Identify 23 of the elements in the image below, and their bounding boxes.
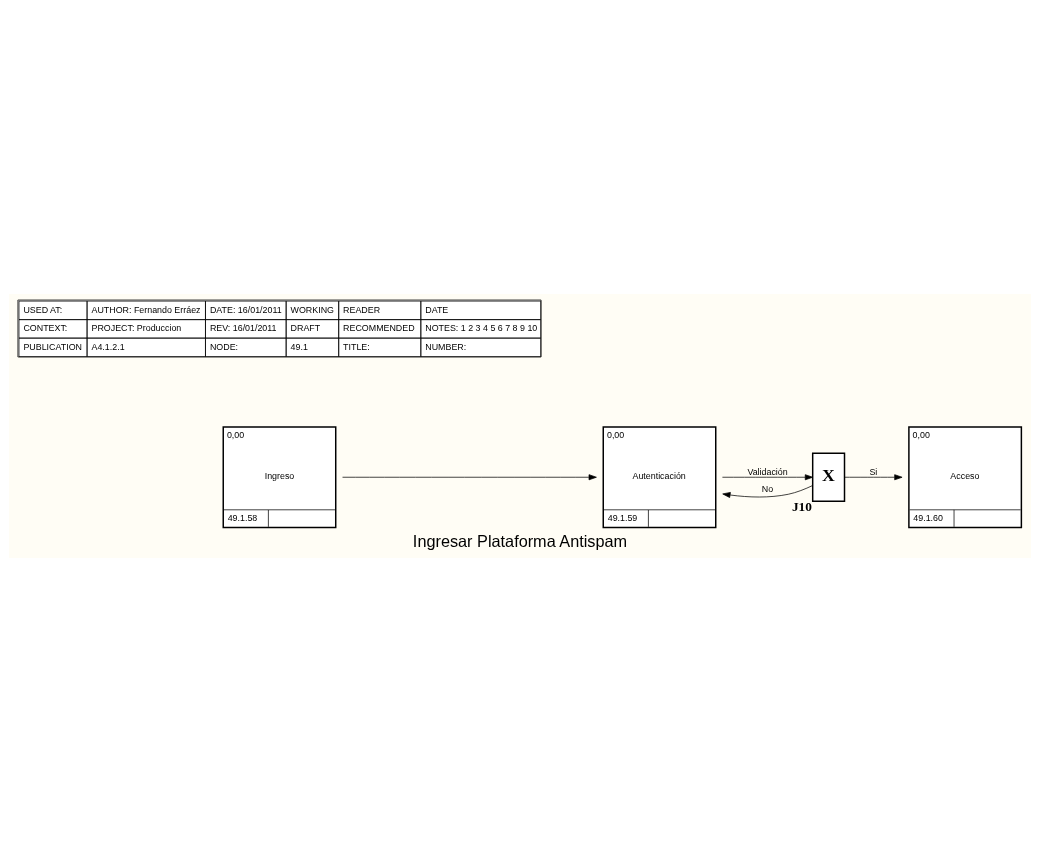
label: TITLE: [342, 341, 370, 352]
label: PROJECT: Produccion [91, 323, 181, 334]
edge-label: Validación [746, 466, 788, 477]
node-label: J10 [791, 499, 812, 515]
label: AUTHOR: Fernando Erráez [91, 304, 201, 315]
label: USED AT: [22, 304, 62, 315]
label: NUMBER: [424, 341, 466, 352]
edge-label: No [761, 483, 773, 494]
label: WORKING [290, 304, 334, 315]
edge-label: Si [868, 466, 877, 477]
diagram-title: Ingresar Plataforma Antispam [412, 532, 627, 551]
label: A4.1.2.1 [91, 341, 125, 352]
label: RECOMMENDED [342, 323, 415, 334]
label: NODE: [209, 341, 238, 352]
label: DATE: 16/01/2011 [209, 304, 282, 315]
label: REV: 16/01/2011 [209, 323, 277, 334]
label: DATE [424, 304, 448, 315]
label: READER [342, 304, 380, 315]
label: CONTEXT: [22, 323, 67, 334]
label: DRAFT [290, 323, 320, 334]
label: 49.1 [290, 341, 308, 352]
label: NOTES: 1 2 3 4 5 6 7 8 9 10 [424, 323, 537, 334]
label: PUBLICATION [22, 341, 82, 352]
